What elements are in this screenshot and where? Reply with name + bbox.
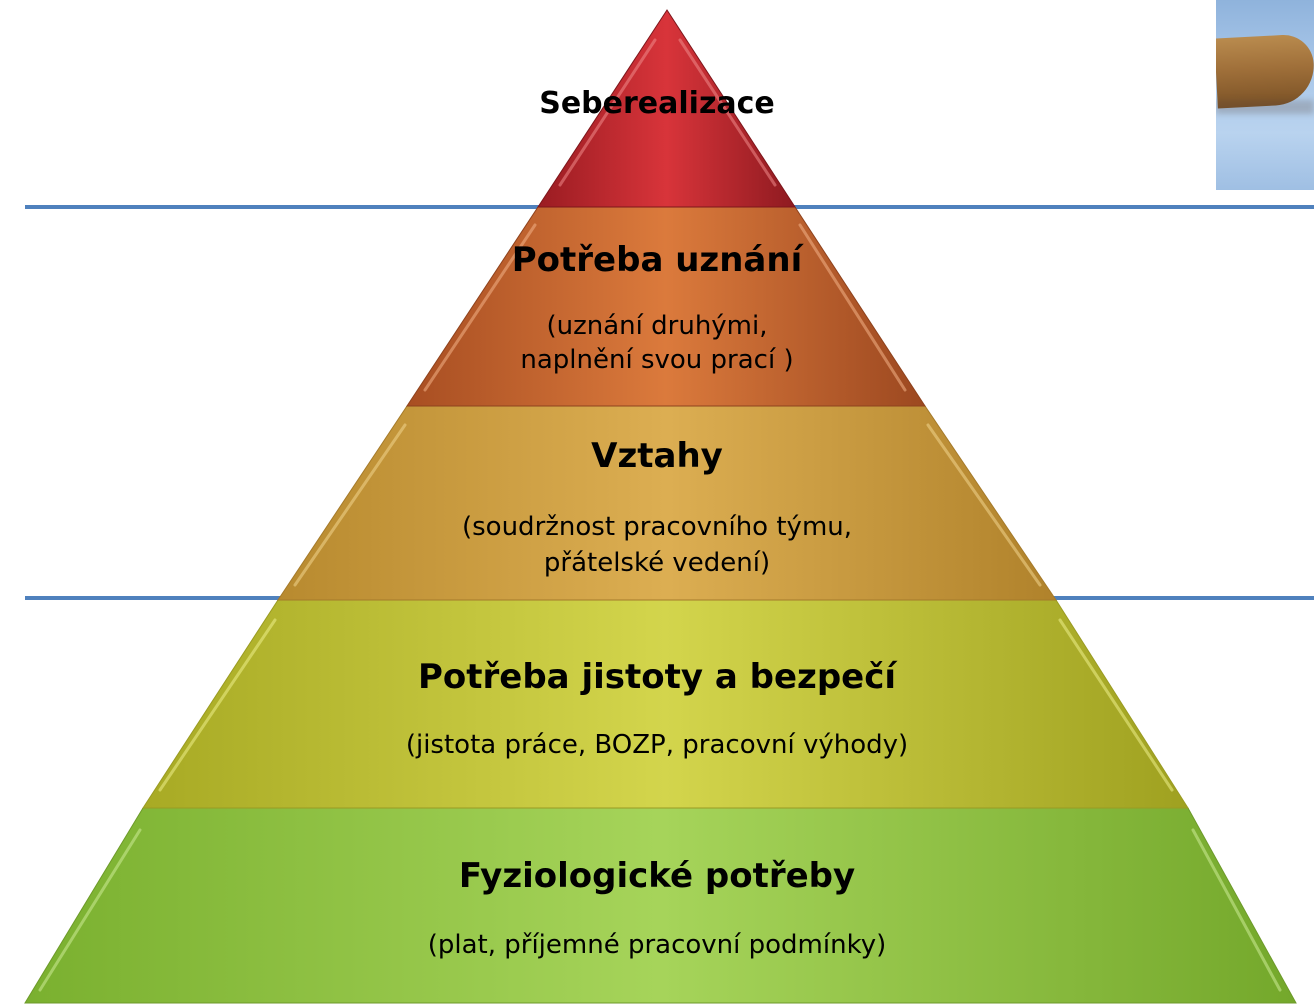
level-title-fyziologicke: Fyziologické potřeby <box>458 856 856 896</box>
level-detail-uznani-line1: (uznání druhými, <box>546 311 768 341</box>
pyramid-level-jistota <box>142 599 1189 809</box>
pyramid-level-fyziologicke <box>24 807 1297 1004</box>
level-detail-fyziologicke-line1: (plat, příjemné pracovní podmínky) <box>427 930 887 960</box>
level-detail-vztahy-line2: přátelské vedení) <box>543 548 771 578</box>
level-title-vztahy: Vztahy <box>591 436 723 476</box>
level-title-jistota: Potřeba jistoty a bezpečí <box>417 657 897 697</box>
level-title-seberealizace: Seberealizace <box>539 86 775 121</box>
pyramid-level-uznani <box>406 206 926 407</box>
pyramid-edge-highlights <box>38 38 1282 992</box>
arm-photo-icon <box>1216 0 1314 190</box>
level-detail-uznani-line2: naplnění svou prací ) <box>520 345 794 375</box>
arm-shadow <box>1216 100 1314 114</box>
level-detail-jistota-line1: (jistota práce, BOZP, pracovní výhody) <box>405 730 909 760</box>
level-detail-vztahy-line1: (soudržnost pracovního týmu, <box>461 512 853 542</box>
pyramid-level-seberealizace <box>537 9 796 208</box>
level-title-uznani: Potřeba uznání <box>511 240 803 280</box>
